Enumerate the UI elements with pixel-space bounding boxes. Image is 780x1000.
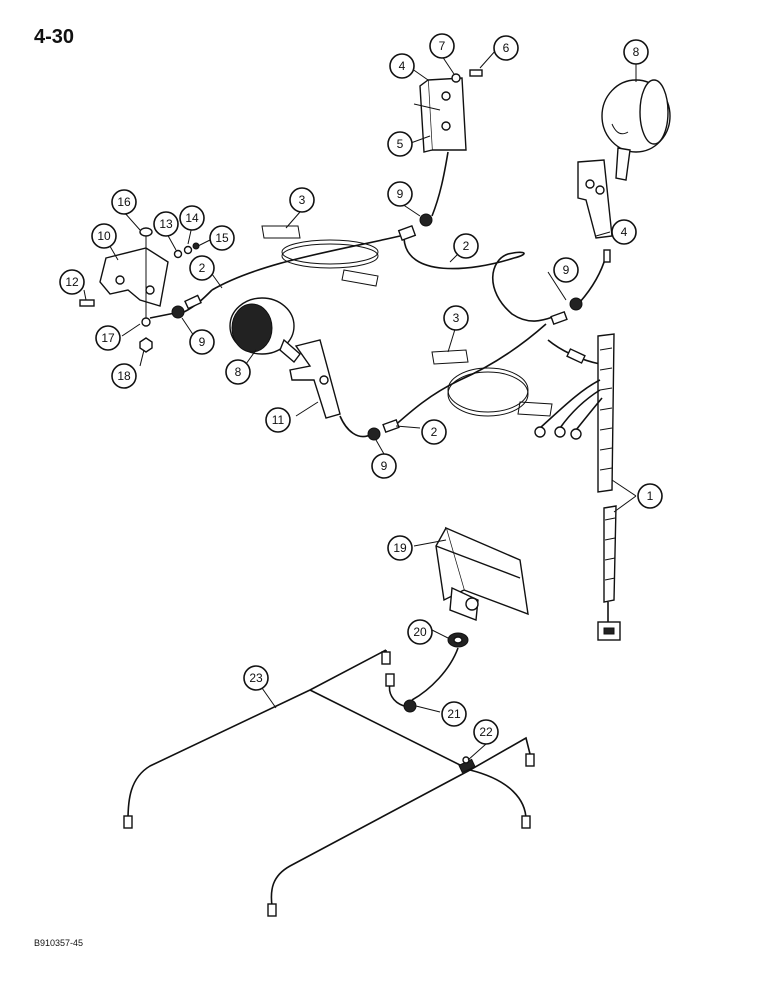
page-number: 4-30	[34, 26, 75, 48]
upper-bracket	[413, 77, 467, 153]
lamp-19	[435, 526, 529, 621]
wires	[149, 151, 607, 438]
callout-3b: 3	[443, 305, 469, 331]
callout-2a-label: 2	[199, 261, 206, 275]
callout-3a-label: 3	[299, 193, 306, 207]
callout-10-label: 10	[97, 229, 111, 243]
callout-8b: 8	[225, 359, 251, 385]
callout-2b: 2	[453, 233, 479, 259]
callout-13-label: 13	[159, 217, 173, 231]
callout-6-label: 6	[503, 41, 510, 55]
callout-13: 13	[153, 211, 179, 237]
connectors	[171, 213, 611, 441]
left-light-bracket	[289, 339, 341, 419]
callout-19-label: 19	[393, 541, 407, 555]
callout-20: 20	[407, 619, 433, 645]
callout-10: 10	[91, 223, 117, 249]
callout-23-label: 23	[249, 671, 263, 685]
callout-14-label: 14	[185, 211, 199, 225]
grommet-20	[447, 632, 469, 648]
callout-18: 18	[111, 363, 137, 389]
hardware-left	[79, 227, 200, 353]
lower-harness	[123, 647, 535, 917]
main-harness	[534, 333, 621, 641]
callout-7-label: 7	[439, 39, 446, 53]
callout-21: 21	[441, 701, 467, 727]
callout-8a-label: 8	[633, 45, 640, 59]
callout-9a-label: 9	[397, 187, 404, 201]
callout-8b-label: 8	[235, 365, 242, 379]
callout-5: 5	[387, 131, 413, 157]
callout-20-label: 20	[413, 625, 427, 639]
callout-9c-label: 9	[199, 335, 206, 349]
callout-21-label: 21	[447, 707, 461, 721]
callout-23: 23	[243, 665, 269, 691]
figure-code: B910357-45	[34, 938, 84, 948]
bolt-6	[469, 69, 483, 77]
callout-5-label: 5	[397, 137, 404, 151]
callout-2b-label: 2	[463, 239, 470, 253]
callout-15-label: 15	[215, 231, 229, 245]
callout-12-label: 12	[65, 275, 79, 289]
callout-19: 19	[387, 535, 413, 561]
callout-18-label: 18	[117, 369, 131, 383]
work-light-right	[601, 79, 671, 181]
callout-12: 12	[59, 269, 85, 295]
callout-16: 16	[111, 189, 137, 215]
tie-strap-upper	[261, 225, 379, 287]
work-light-left	[229, 297, 301, 364]
callout-17: 17	[95, 325, 121, 351]
callout-7: 7	[429, 33, 455, 59]
washer-7	[451, 73, 461, 83]
callout-17-label: 17	[101, 331, 115, 345]
callout-6: 6	[493, 35, 519, 61]
callout-2c-label: 2	[431, 425, 438, 439]
callout-11-label: 11	[272, 413, 285, 427]
callout-22: 22	[473, 719, 499, 745]
callout-4a-label: 4	[399, 59, 406, 73]
callout-9d: 9	[371, 453, 397, 479]
left-bracket	[99, 247, 169, 307]
callout-16-label: 16	[117, 195, 131, 209]
callout-22-label: 22	[479, 725, 493, 739]
callout-9d-label: 9	[381, 459, 388, 473]
callout-1: 1	[637, 483, 663, 509]
callout-3b-label: 3	[453, 311, 460, 325]
callout-9b: 9	[553, 257, 579, 283]
callout-9c: 9	[189, 329, 215, 355]
callout-4b-label: 4	[621, 225, 628, 239]
leader-lines	[83, 49, 637, 761]
callout-9b-label: 9	[563, 263, 570, 277]
callout-8a: 8	[623, 39, 649, 65]
callout-15: 15	[209, 225, 235, 251]
callout-3a: 3	[289, 187, 315, 213]
callout-11: 11	[265, 407, 291, 433]
tie-strap-lower	[431, 349, 553, 417]
callout-14: 14	[179, 205, 205, 231]
callout-4a: 4	[389, 53, 415, 79]
callout-9a: 9	[387, 181, 413, 207]
callout-2a: 2	[189, 255, 215, 281]
right-light-bracket	[577, 159, 613, 239]
callout-1-label: 1	[647, 489, 654, 503]
callout-2c: 2	[421, 419, 447, 445]
callout-4b: 4	[611, 219, 637, 245]
